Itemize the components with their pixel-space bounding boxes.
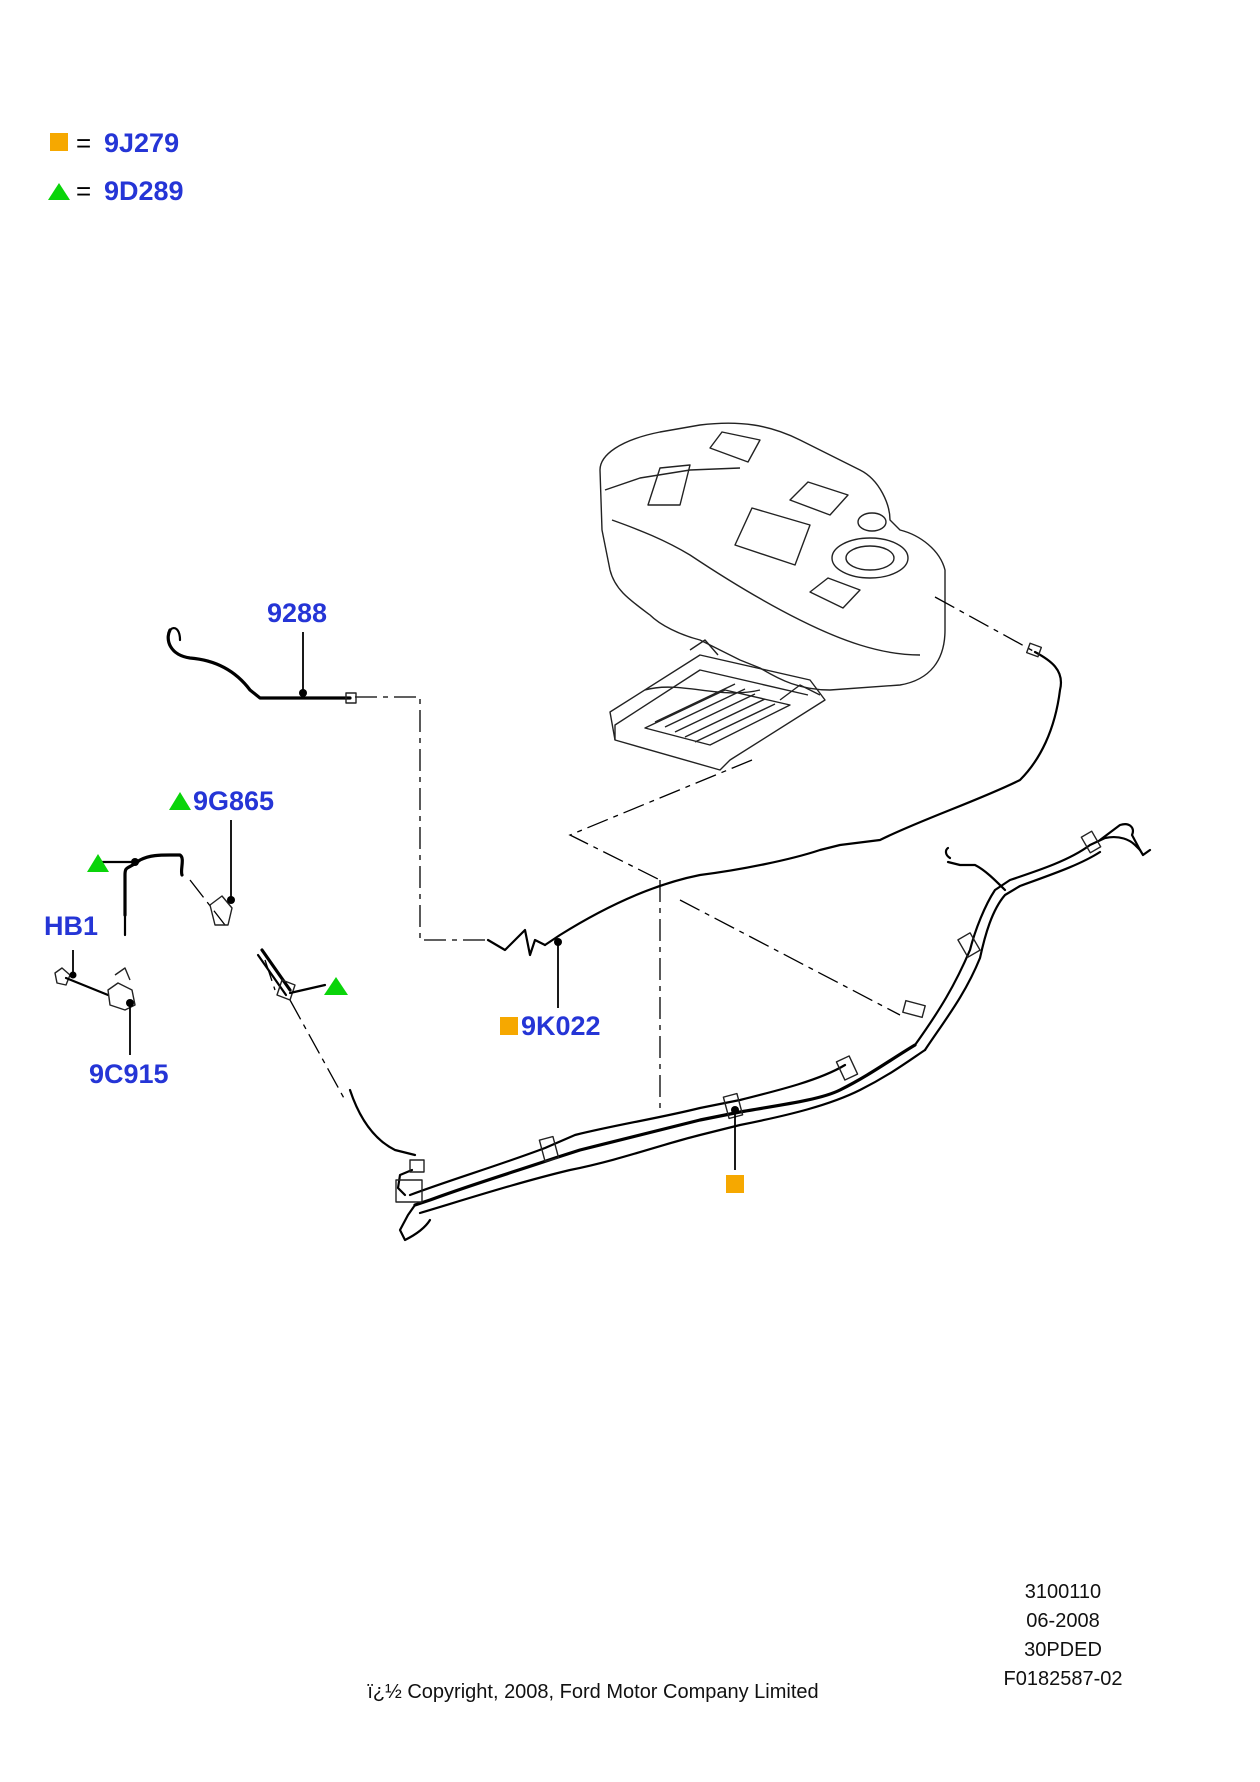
hose-9G865: [98, 820, 327, 1001]
legend-equals: =: [76, 128, 91, 158]
triangle-marker-icon: [169, 792, 191, 810]
underbody-line-bundle: [348, 823, 1152, 1242]
fuel-tank-illustration: [599, 422, 946, 694]
square-marker-icon: [500, 1017, 518, 1035]
triangle-marker-icon: [324, 977, 348, 995]
bracket-9C915-and-bolt-HB1: [54, 950, 136, 1055]
drawing-date: 06-2008: [1026, 1610, 1099, 1632]
figure-id: F0182587-02: [1004, 1668, 1123, 1690]
copyright-notice: ï¿½ Copyright, 2008, Ford Motor Company …: [367, 1681, 818, 1703]
part-label-HB1[interactable]: HB1: [44, 911, 98, 941]
reference-number: 3100110: [1025, 1581, 1101, 1603]
part-label-9288[interactable]: 9288: [267, 598, 327, 628]
reference-dashed-lines: [189, 596, 1036, 1110]
canister-illustration: [609, 639, 826, 771]
legend-part-9D289[interactable]: 9D289: [104, 176, 184, 206]
legend-part-9J279[interactable]: 9J279: [104, 128, 179, 158]
square-marker-icon: [726, 1175, 744, 1193]
legend-triangle-icon: [48, 183, 70, 200]
legend-square-icon: [50, 133, 68, 151]
model-code: 30PDED: [1024, 1639, 1102, 1661]
part-label-9G865[interactable]: 9G865: [193, 786, 274, 816]
fuel-line-9K022: [486, 642, 1063, 1008]
legend: = 9J279 = 9D289: [48, 128, 184, 206]
part-label-9K022[interactable]: 9K022: [521, 1011, 601, 1041]
drawing-metadata: 3100110 06-2008 30PDED F0182587-02 ï¿½ C…: [367, 1581, 1122, 1703]
triangle-marker-icon: [87, 854, 109, 872]
part-label-9C915[interactable]: 9C915: [89, 1059, 169, 1089]
tube-9288: [166, 626, 357, 704]
legend-equals: =: [76, 176, 91, 206]
